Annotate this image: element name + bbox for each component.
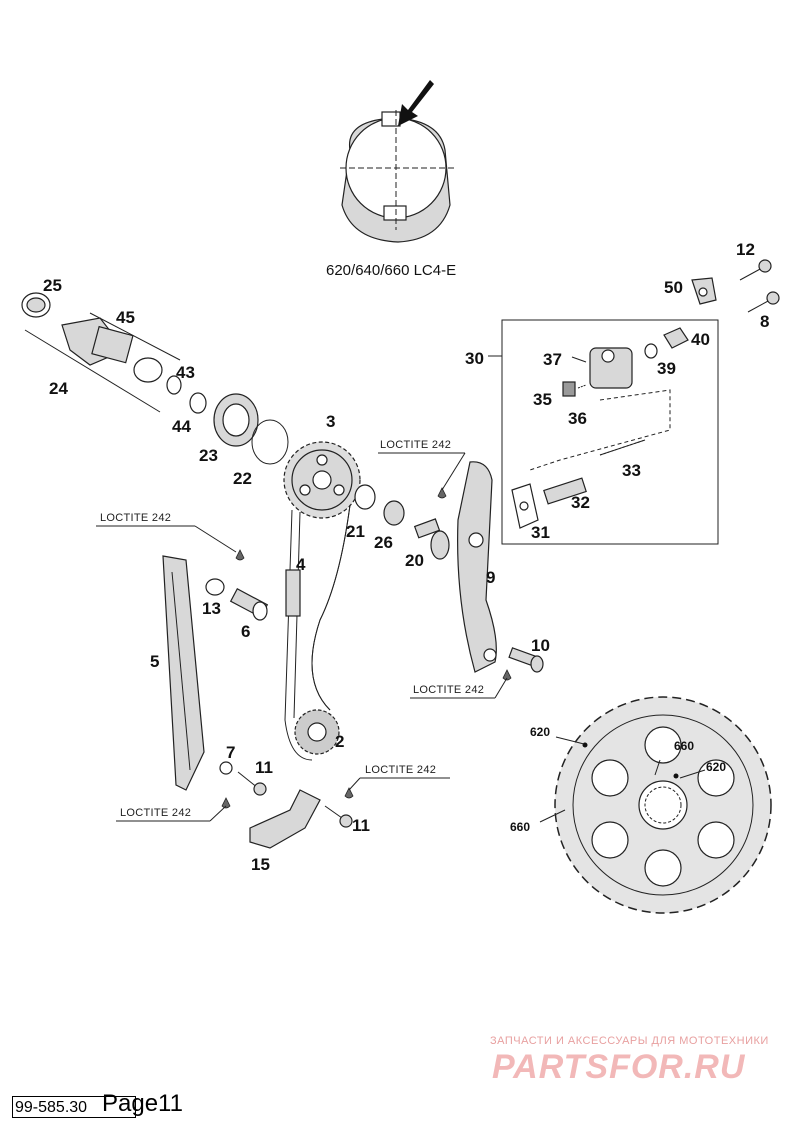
label-15: 15	[251, 855, 270, 874]
label-8: 8	[760, 312, 769, 331]
loctite-leaders	[96, 452, 508, 822]
label-24: 24	[49, 379, 68, 398]
label-30: 30	[465, 349, 484, 368]
label-50: 50	[664, 278, 683, 297]
screw-8	[747, 291, 780, 313]
label-7: 7	[226, 743, 235, 762]
washer-21	[354, 484, 376, 510]
label-6: 6	[241, 622, 250, 641]
label-45: 45	[116, 308, 135, 327]
washer-13	[205, 578, 225, 596]
label-26: 26	[374, 533, 393, 552]
timing-sprocket-detail	[539, 696, 772, 914]
timing-chain-4	[284, 504, 351, 761]
label-3: 3	[326, 412, 335, 431]
label-5: 5	[150, 652, 159, 671]
pin-bolt-20	[413, 518, 450, 560]
arrow-indicator-icon	[398, 80, 434, 126]
label-11-right: 11	[352, 816, 370, 835]
loctite-drops	[221, 487, 512, 809]
screw-11-right	[324, 805, 353, 828]
label-36: 36	[568, 409, 587, 428]
bearing-23	[213, 393, 259, 447]
label-31: 31	[531, 523, 550, 542]
tensioner-rail-9	[457, 461, 497, 673]
label-11-left: 11	[255, 758, 273, 777]
engine-variant-caption: 620/640/660 LC4-E	[326, 262, 456, 279]
camshaft-assembly	[21, 292, 207, 414]
sprocket-mark-660-left: 660	[510, 820, 530, 834]
crankshaft-sprocket-2	[294, 709, 340, 755]
screw-12	[739, 259, 772, 281]
tensioner-assembly-box	[488, 319, 719, 545]
pin-6	[229, 588, 269, 621]
loctite-label-4: LOCTITE 242	[120, 807, 191, 819]
washer-7	[219, 761, 233, 775]
label-37: 37	[543, 350, 562, 369]
circlip-22	[251, 419, 289, 465]
screw-11-left	[237, 771, 267, 796]
loctite-label-2: LOCTITE 242	[380, 439, 451, 451]
chain-guide-rail-5	[162, 555, 205, 791]
loctite-label-3: LOCTITE 242	[413, 684, 484, 696]
document-code: 99-585.30	[12, 1096, 136, 1118]
camshaft-sprocket-3	[283, 441, 361, 519]
bolt-10	[508, 647, 544, 673]
label-9: 9	[486, 568, 495, 587]
loctite-label-1: LOCTITE 242	[100, 512, 171, 524]
part-number-labels: 25 45 24 43 44 23 22 3 21 26 20 4 13 6 5…	[43, 240, 769, 874]
nut-26	[383, 500, 405, 526]
label-40: 40	[691, 330, 710, 349]
label-12: 12	[736, 240, 755, 259]
clip-50	[691, 277, 717, 305]
label-43: 43	[176, 363, 195, 382]
sprocket-mark-620-left: 620	[530, 725, 550, 739]
label-22: 22	[233, 469, 252, 488]
sprocket-mark-660-top: 660	[674, 739, 694, 753]
label-10: 10	[531, 636, 550, 655]
label-21: 21	[346, 522, 365, 541]
label-20: 20	[405, 551, 424, 570]
loctite-label-5: LOCTITE 242	[365, 764, 436, 776]
label-23: 23	[199, 446, 218, 465]
chain-guide-15	[249, 789, 321, 849]
label-2: 2	[335, 732, 344, 751]
sprocket-mark-620-right: 620	[706, 760, 726, 774]
camshaft-detail-view	[340, 80, 455, 243]
watermark-logo: PARTSFOR.RU	[492, 1048, 746, 1086]
label-39: 39	[657, 359, 676, 378]
label-13: 13	[202, 599, 221, 618]
label-44: 44	[172, 417, 191, 436]
label-4: 4	[296, 555, 306, 574]
page-number: Page11	[102, 1090, 183, 1117]
label-25: 25	[43, 276, 62, 295]
label-33: 33	[622, 461, 641, 480]
watermark-tagline: ЗАПЧАСТИ И АКСЕССУАРЫ ДЛЯ МОТОТЕХНИКИ	[490, 1035, 769, 1047]
label-32: 32	[571, 493, 590, 512]
label-35: 35	[533, 390, 552, 409]
